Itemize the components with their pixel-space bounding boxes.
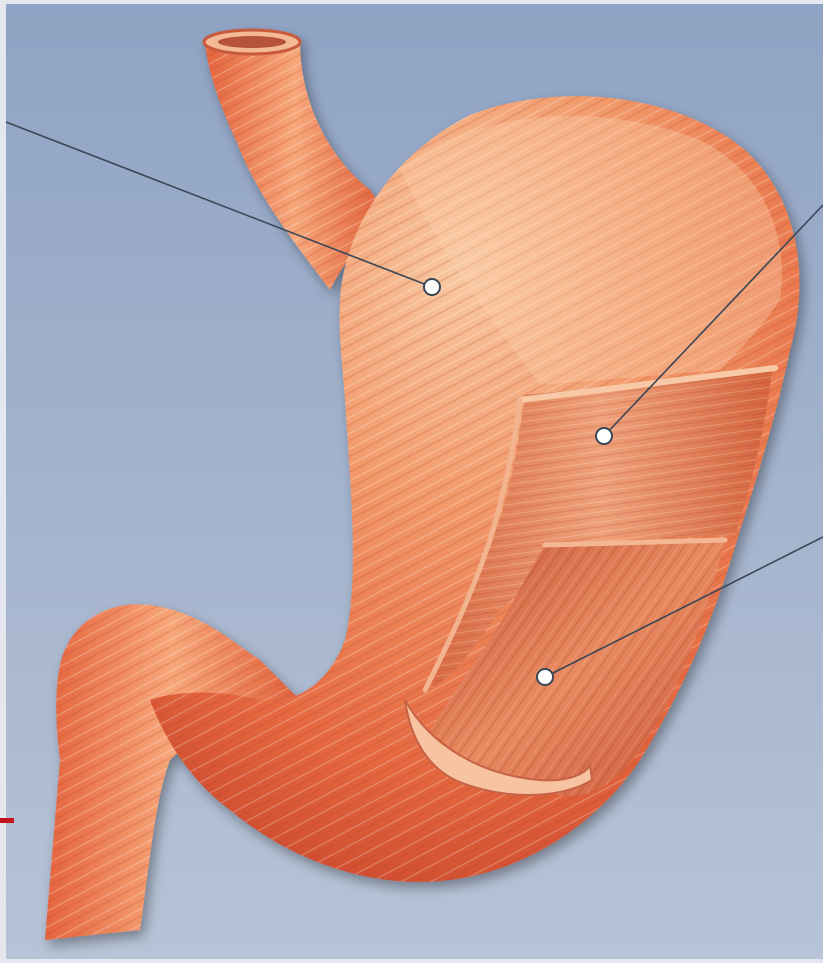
accent-bar: [0, 818, 14, 823]
callout-inner-marker: [537, 669, 553, 685]
callout-middle-marker: [596, 428, 612, 444]
callout-outer-marker: [424, 279, 440, 295]
